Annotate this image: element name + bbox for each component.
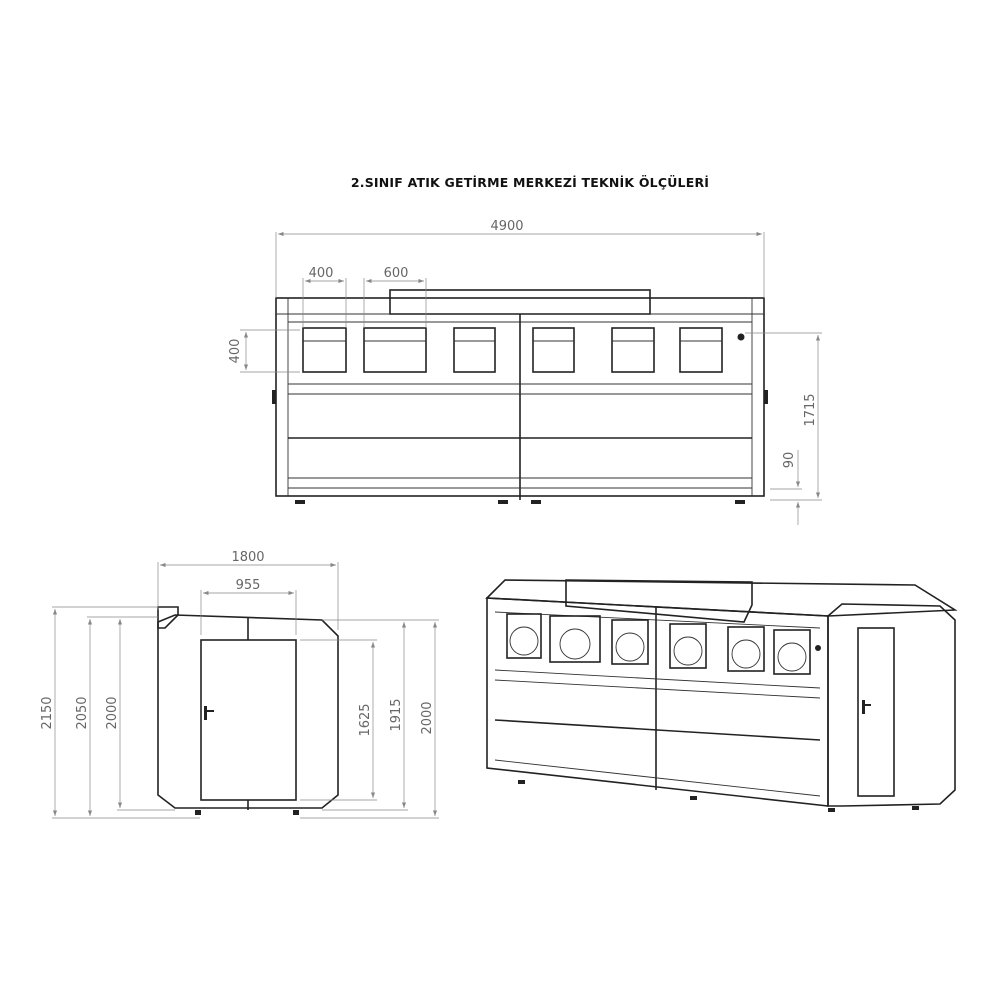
dim-height-1715: 1715 [803,393,818,426]
bin-drums [506,613,811,675]
top-sign-panel [389,289,651,315]
dim-depth-1800: 1800 [231,550,264,565]
dim-right-2000: 2000 [420,701,435,734]
dim-door-955: 955 [236,578,261,593]
dim-bin-height-400: 400 [228,339,243,364]
bin-openings [302,327,723,373]
dim-1915: 1915 [389,698,404,731]
door-handle-icon [204,706,207,720]
side-door [200,639,297,801]
dim-bin-400: 400 [309,266,334,281]
dim-width-4900: 4900 [490,219,523,234]
feet [295,500,745,504]
dim-2050: 2050 [75,696,90,729]
dim-bin-600: 600 [384,266,409,281]
lock-icon [737,333,745,341]
dim-left-2000: 2000 [105,696,120,729]
isometric-view [485,579,958,812]
dim-door-1625: 1625 [358,703,373,736]
drawing-title: 2.SINIF ATIK GETİRME MERKEZİ TEKNİK ÖLÇÜ… [350,175,710,190]
dim-clearance-90: 90 [782,452,797,469]
dim-2150: 2150 [40,696,55,729]
side-view: 1800 955 2150 2050 2000 1625 1915 2000 [40,550,439,819]
front-view: 4900 400 600 400 1715 90 [228,219,822,525]
iso-door [857,627,895,797]
